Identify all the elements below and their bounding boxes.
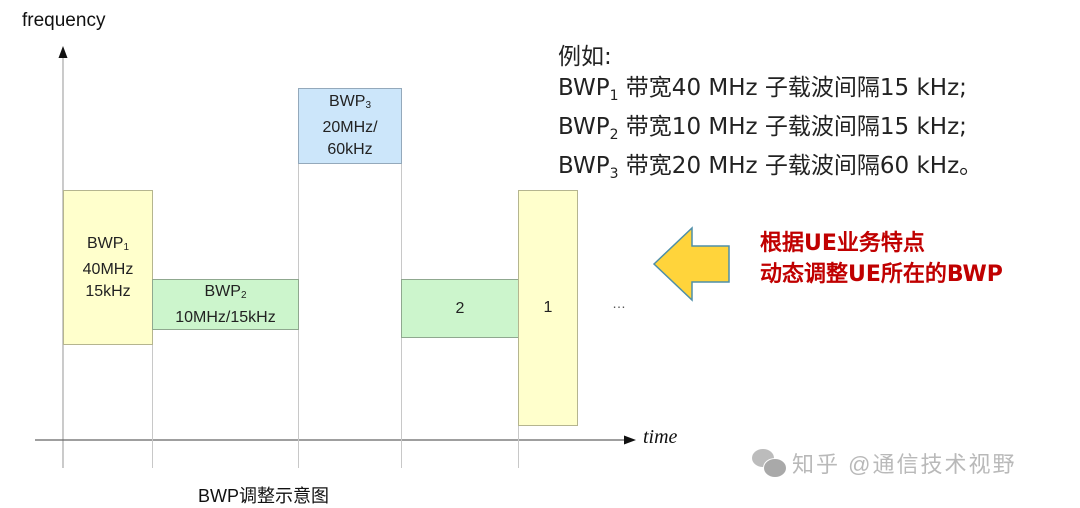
gridline: [152, 330, 153, 468]
bwp1-title: BWP1: [86, 234, 129, 253]
example-row-bwp3: BWP3 带宽20 MHz 子载波间隔60 kHz。: [558, 153, 983, 182]
bwp2-params: 10MHz/15kHz: [175, 308, 276, 326]
block-2: 2: [401, 279, 519, 338]
bwp1-bandwidth: 40MHz: [82, 260, 134, 278]
y-axis-arrow-icon: [58, 46, 68, 58]
x-axis-label: time: [643, 426, 678, 448]
left-arrow-icon: [652, 226, 730, 302]
watermark: 知乎 @通信技术视野: [752, 447, 1016, 479]
bwp3-title: BWP3: [328, 93, 371, 111]
bwp3-scs: 60kHz: [327, 141, 373, 158]
callout-text: 根据UE业务特点 动态调整UE所在的BWP: [760, 228, 1003, 290]
ellipsis: …: [612, 295, 626, 311]
example-heading: 例如:: [558, 44, 612, 70]
block-1-label: 1: [543, 299, 553, 316]
wechat-icon: [752, 449, 787, 478]
gridline: [518, 425, 519, 468]
watermark-text: 知乎 @通信技术视野: [792, 452, 1017, 477]
bwp1-block: BWP1 40MHz 15kHz: [63, 190, 153, 345]
bwp2-block: BWP2 10MHz/15kHz: [152, 279, 299, 330]
y-axis-label: frequency: [22, 10, 106, 31]
bwp2-title: BWP2: [204, 282, 247, 301]
callout-line-2: 动态调整UE所在的BWP: [760, 262, 1003, 287]
example-row-bwp2: BWP2 带宽10 MHz 子载波间隔15 kHz;: [558, 114, 967, 143]
bwp3-bandwidth: 20MHz/: [322, 119, 378, 136]
bwp3-block: BWP3 20MHz/ 60kHz: [298, 88, 402, 164]
block-1: 1: [518, 190, 578, 426]
block-2-label: 2: [455, 299, 465, 317]
example-row-bwp1: BWP1 带宽40 MHz 子载波间隔15 kHz;: [558, 75, 967, 104]
bwp1-scs: 15kHz: [85, 282, 131, 300]
example-text: 例如: BWP1 带宽40 MHz 子载波间隔15 kHz; BWP2 带宽10…: [558, 42, 982, 190]
x-axis-arrow-icon: [624, 435, 636, 445]
diagram-caption: BWP调整示意图: [198, 486, 330, 506]
callout-line-1: 根据UE业务特点: [760, 231, 925, 256]
